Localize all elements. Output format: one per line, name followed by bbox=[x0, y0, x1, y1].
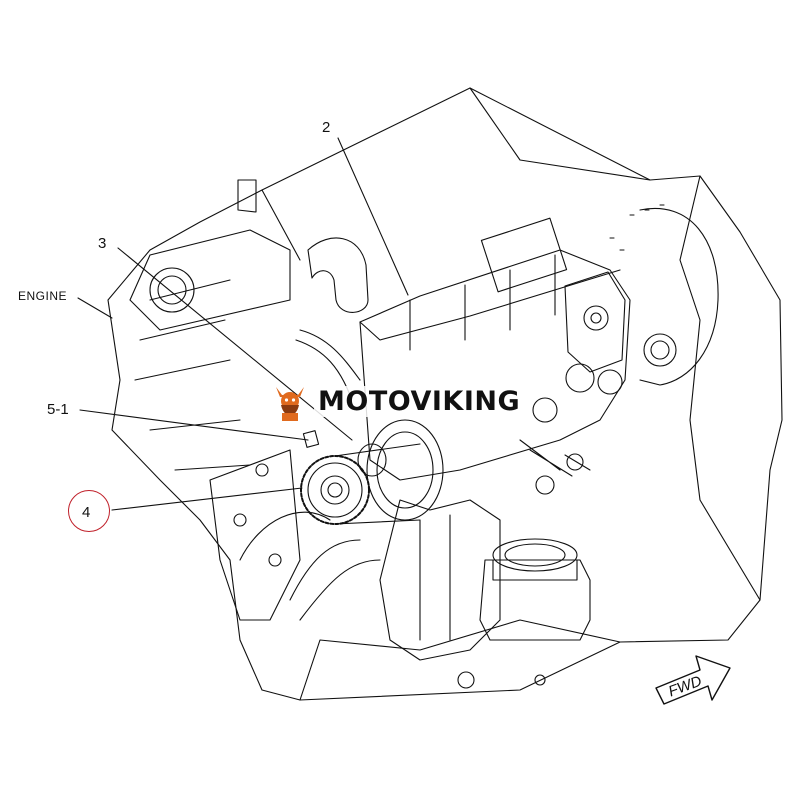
callout-part-4: 4 bbox=[82, 504, 91, 521]
forward-arrow-icon bbox=[655, 655, 731, 705]
pump-flange bbox=[366, 419, 444, 521]
oil-filter-base bbox=[479, 559, 591, 641]
leader-2 bbox=[337, 137, 409, 296]
intake-hose bbox=[307, 237, 369, 313]
leader-engine bbox=[77, 297, 113, 319]
leader-3 bbox=[117, 247, 353, 441]
right-boss bbox=[643, 333, 677, 367]
gear-key bbox=[302, 430, 320, 448]
engine-block-outline bbox=[107, 87, 783, 701]
left-housing bbox=[209, 449, 301, 621]
right-bracket bbox=[639, 208, 719, 386]
pump-body bbox=[359, 249, 631, 481]
engine-top-edge bbox=[261, 87, 651, 261]
viking-mascot-icon bbox=[276, 387, 304, 421]
pump-cover-plate bbox=[564, 271, 626, 373]
callout-part-2: 2 bbox=[322, 119, 331, 136]
leader-5-1 bbox=[79, 409, 309, 441]
brand-watermark: MOTOVIKING bbox=[272, 378, 525, 424]
oil-filter bbox=[492, 538, 578, 572]
brand-name: MOTOVIKING bbox=[314, 385, 525, 417]
pump-top bbox=[359, 269, 621, 341]
highlight-ring bbox=[68, 490, 110, 532]
pump-head-block bbox=[480, 217, 568, 293]
lifting-eye bbox=[237, 179, 257, 213]
drive-gear bbox=[300, 455, 370, 525]
engine-right-face bbox=[679, 175, 761, 601]
label-engine: ENGINE bbox=[18, 289, 68, 303]
bottom-plug bbox=[457, 671, 475, 689]
callout-part-5-1: 5-1 bbox=[47, 401, 69, 418]
pump-fitting bbox=[565, 363, 595, 393]
leader-4 bbox=[111, 487, 303, 511]
callout-part-3: 3 bbox=[98, 235, 107, 252]
valve-cover bbox=[129, 229, 291, 331]
bracket-bolts bbox=[609, 204, 665, 251]
pump-lines bbox=[519, 439, 591, 477]
lower-mount bbox=[379, 499, 501, 661]
oil-cap bbox=[149, 267, 195, 313]
lower-tubes bbox=[239, 511, 381, 621]
engine-lower-face bbox=[299, 619, 621, 701]
engine-left-ribs bbox=[134, 279, 251, 471]
pump-blocks bbox=[409, 254, 556, 351]
